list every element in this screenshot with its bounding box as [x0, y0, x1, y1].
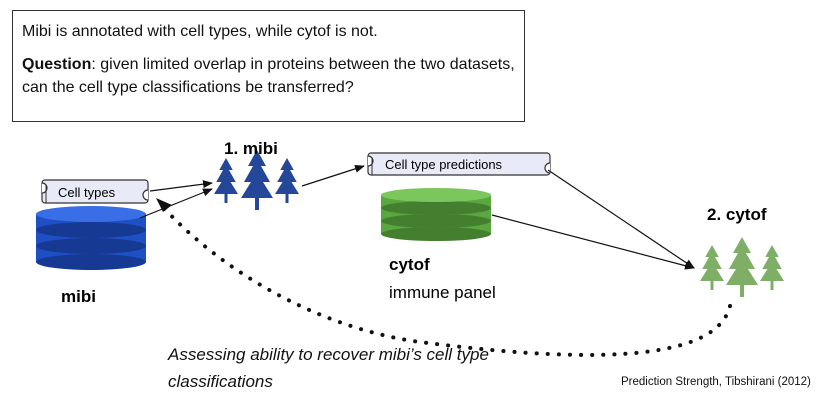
- cell-type-predictions-scroll-icon: [367, 152, 551, 176]
- dotted-arrowhead: [156, 198, 172, 212]
- dotted-return-arrow: [160, 204, 732, 357]
- question-body: : given limited overlap in proteins betw…: [22, 56, 515, 96]
- db-mibi-label: mibi: [61, 287, 96, 306]
- arrow-mibidb-to-mibi: [139, 188, 213, 219]
- cytof-forest-icon: [700, 237, 784, 297]
- forest-cytof-label: 2. cytof: [707, 205, 767, 224]
- arrow-predictions-to-cytof: [547, 169, 695, 269]
- mibi-forest-icon: [214, 150, 299, 210]
- mibi-database-icon: [36, 206, 146, 270]
- scroll-predictions-text: Cell type predictions: [385, 157, 503, 172]
- question-label: Question: [22, 56, 92, 73]
- mibi-db-disk-1: [36, 206, 146, 238]
- intro-text: Mibi is annotated with cell types, while…: [22, 23, 378, 40]
- caption-text: Assessing ability to recover mibi’s cell…: [168, 345, 489, 391]
- arrow-cytofdb-to-cytof: [491, 214, 695, 270]
- db-cytof-label: cytof: [389, 255, 430, 274]
- cytof-database-icon: [381, 188, 491, 241]
- question-text: Question: given limited overlap in prote…: [22, 53, 515, 99]
- arrow-celltypes-to-mibi: [149, 180, 213, 192]
- question-textbox: Mibi is annotated with cell types, while…: [12, 10, 525, 122]
- db-cytof-sublabel: immune panel: [389, 283, 496, 302]
- forest-mibi-label: 1. mibi: [224, 139, 278, 158]
- arrow-mibi-to-predictions: [301, 164, 365, 187]
- citation-text: Prediction Strength, Tibshirani (2012): [621, 376, 811, 388]
- scroll-cell-types-text: Cell types: [58, 185, 116, 200]
- cell-types-scroll-icon: [41, 179, 149, 204]
- arrows: [139, 164, 695, 270]
